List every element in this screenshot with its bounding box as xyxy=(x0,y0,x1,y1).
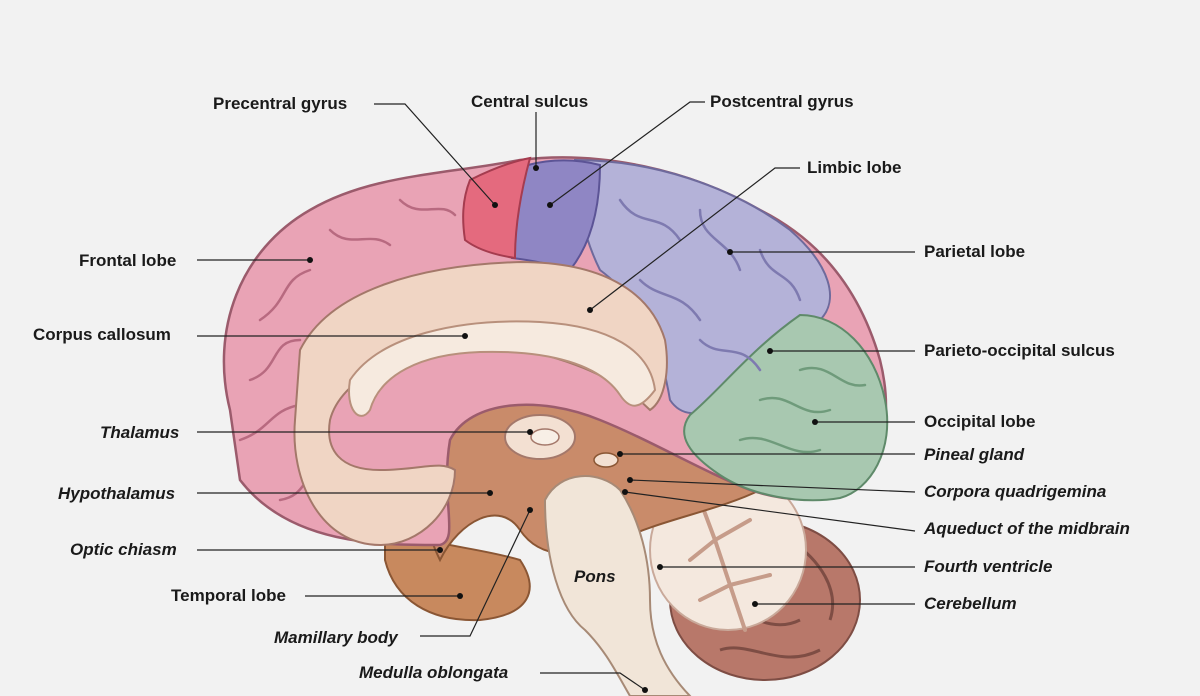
label-corpus-callosum: Corpus callosum xyxy=(33,325,171,344)
brainstem-shape xyxy=(543,475,692,696)
label-occipital-lobe: Occipital lobe xyxy=(924,412,1036,431)
label-temporal-lobe: Temporal lobe xyxy=(171,586,286,605)
arbor-vitae-branches xyxy=(688,498,772,632)
label-aqueduct-of-the-midbrain: Aqueduct of the midbrain xyxy=(924,519,1130,538)
label-central-sulcus: Central sulcus xyxy=(471,92,589,111)
label-pineal-gland: Pineal gland xyxy=(924,445,1025,464)
label-postcentral-gyrus: Postcentral gyrus xyxy=(710,92,854,111)
label-parieto-occipital-sulcus: Parieto-occipital sulcus xyxy=(924,341,1115,360)
label-limbic-lobe: Limbic lobe xyxy=(807,158,902,177)
label-medulla-oblongata: Medulla oblongata xyxy=(359,663,509,682)
gyri-texture xyxy=(238,198,867,502)
label-cerebellum: Cerebellum xyxy=(924,594,1017,613)
leader-lines xyxy=(197,101,916,691)
label-thalamus: Thalamus xyxy=(100,423,180,442)
label-hypothalamus: Hypothalamus xyxy=(58,484,176,503)
label-fourth-ventricle: Fourth ventricle xyxy=(924,557,1053,576)
label-precentral-gyrus: Precentral gyrus xyxy=(213,94,348,113)
leader-dots xyxy=(307,165,818,693)
thalamus-inner xyxy=(530,428,560,446)
label-pons: Pons xyxy=(574,567,616,586)
label-parietal-lobe: Parietal lobe xyxy=(924,242,1026,261)
label-corpora-quadrigemina: Corpora quadrigemina xyxy=(924,482,1107,501)
precentral-gyrus-shape xyxy=(462,156,532,260)
label-optic-chiasm: Optic chiasm xyxy=(70,540,177,559)
label-frontal-lobe: Frontal lobe xyxy=(79,251,177,270)
label-mamillary-body: Mamillary body xyxy=(274,628,398,647)
corpus-callosum-shape xyxy=(348,320,657,417)
pineal-gland-shape xyxy=(593,452,619,468)
